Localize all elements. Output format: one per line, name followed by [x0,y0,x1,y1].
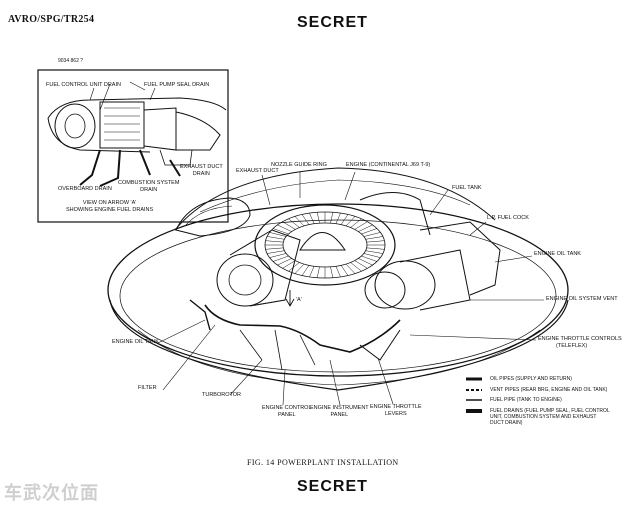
turbine-blade [363,232,381,237]
label-engine-oil-tank-right: ENGINE OIL TANK [534,251,581,257]
turbine-blade [288,262,300,272]
turbine-blade [267,250,285,254]
label-fuel-pump-seal-drain: FUEL PUMP SEAL DRAIN [144,82,210,88]
document-id: AVRO/SPG/TR254 [8,14,95,25]
turbine-blade [265,247,284,250]
label-filter: FILTER [138,385,157,391]
legend-oil-pipes: OIL PIPES (SUPPLY AND RETURN) [490,376,572,382]
legend-fuel-pipe: FUEL PIPE (TANK TO ENGINE) [490,397,562,403]
turbine-blade [294,263,305,274]
label-combustion-system-drain: COMBUSTION SYSTEM DRAIN [118,180,180,193]
turbine-blade [316,212,320,224]
turbine-blade [361,228,378,235]
classification-top: SECRET [297,14,368,31]
turbine-blade [272,255,289,262]
label-engine-throttle-levers: ENGINE THROTTLE LEVERS [370,404,422,417]
turbine-blade [335,266,341,277]
turbine-blade [363,253,381,258]
turbine-blade [309,213,315,224]
turbine-blade [366,240,385,243]
aircraft-disc [107,167,569,391]
turbine-blade [269,253,287,258]
turbine-blade [340,265,349,276]
label-exhaust-duct: EXHAUST DUCT [236,168,279,174]
turbine-blade [361,255,378,262]
inset-view [37,69,229,223]
inset-caption: VIEW ON ARROW 'A' SHOWING ENGINE FUEL DR… [66,200,154,213]
turbine-blade [340,214,349,225]
label-fuel-tank: FUEL TANK [452,185,482,191]
turbine-blade [330,212,334,224]
turbine-blade [365,250,383,254]
turbine-blade [335,213,341,224]
turbine-blade [316,266,320,278]
label-engine-oil-system-vent: ENGINE OIL SYSTEM VENT [546,296,618,302]
figure-caption: FIG. 14 POWERPLANT INSTALLATION [247,458,399,467]
turbine-blade [345,216,356,227]
turbine-blade [365,236,383,240]
label-engine-oil-tank-left: ENGINE OIL TANK [112,339,159,345]
turbine-blade [265,240,284,243]
turbine-blade [354,260,368,269]
turbine-blade [282,260,296,269]
label-fuel-control-unit-drain: FUEL CONTROL UNIT DRAIN [46,82,121,88]
turbine-blade [277,258,292,266]
turbine-blade [288,218,300,228]
leader-lines [99,81,544,406]
label-overboard-drain: OVERBOARD DRAIN [58,186,112,192]
turbine-blade [350,262,362,272]
turbine-blade [354,221,368,230]
turbine-blade [358,258,373,266]
turbine-blade [301,214,310,225]
label-engine-continental: ENGINE (CONTINENTAL J69 T-9) [346,162,431,168]
turbine-blade [272,228,289,235]
turbine-blade [282,221,296,230]
turbine-blade [330,266,334,278]
label-engine-throttle-controls: ENGINE THROTTLE CONTROLS (TELEFLEX) [538,336,622,349]
label-engine-instrument-panel: ENGINE INSTRUMENT PANEL [310,405,369,418]
label-nozzle-guide-ring: NOZZLE GUIDE RING [271,162,327,168]
turbine-blade [350,218,362,228]
turbine-blade [345,263,356,274]
turbine-blade [309,266,315,277]
legend-swatches [466,377,482,413]
turbine-blade [269,232,287,237]
turbine-blade [277,224,292,232]
classification-bottom: SECRET [297,478,368,495]
turbine-blade [358,224,373,232]
turbine-blade [294,216,305,227]
label-lp-fuel-cock: L.P. FUEL COCK [487,215,529,221]
turbine-blade [366,247,385,250]
label-engine-control-panel: ENGINE CONTROL PANEL [262,405,312,418]
legend-fuel-drains: FUEL DRAINS (FUEL PUMP SEAL, FUEL CONTRO… [490,408,610,426]
label-turborotor: TURBOROTOR [202,392,242,398]
label-exhaust-duct-drain: EXHAUST DUCT DRAIN [180,164,223,177]
label-arrow-a: 'A' [296,297,302,303]
turbine-blade [267,236,285,240]
turbine-blade [301,265,310,276]
legend-vent-pipes: VENT PIPES (REAR BRG, ENGINE AND OIL TAN… [490,387,608,393]
stamp-number: 9034 862 ? [58,58,84,64]
watermark: 车武次位面 [4,483,99,504]
